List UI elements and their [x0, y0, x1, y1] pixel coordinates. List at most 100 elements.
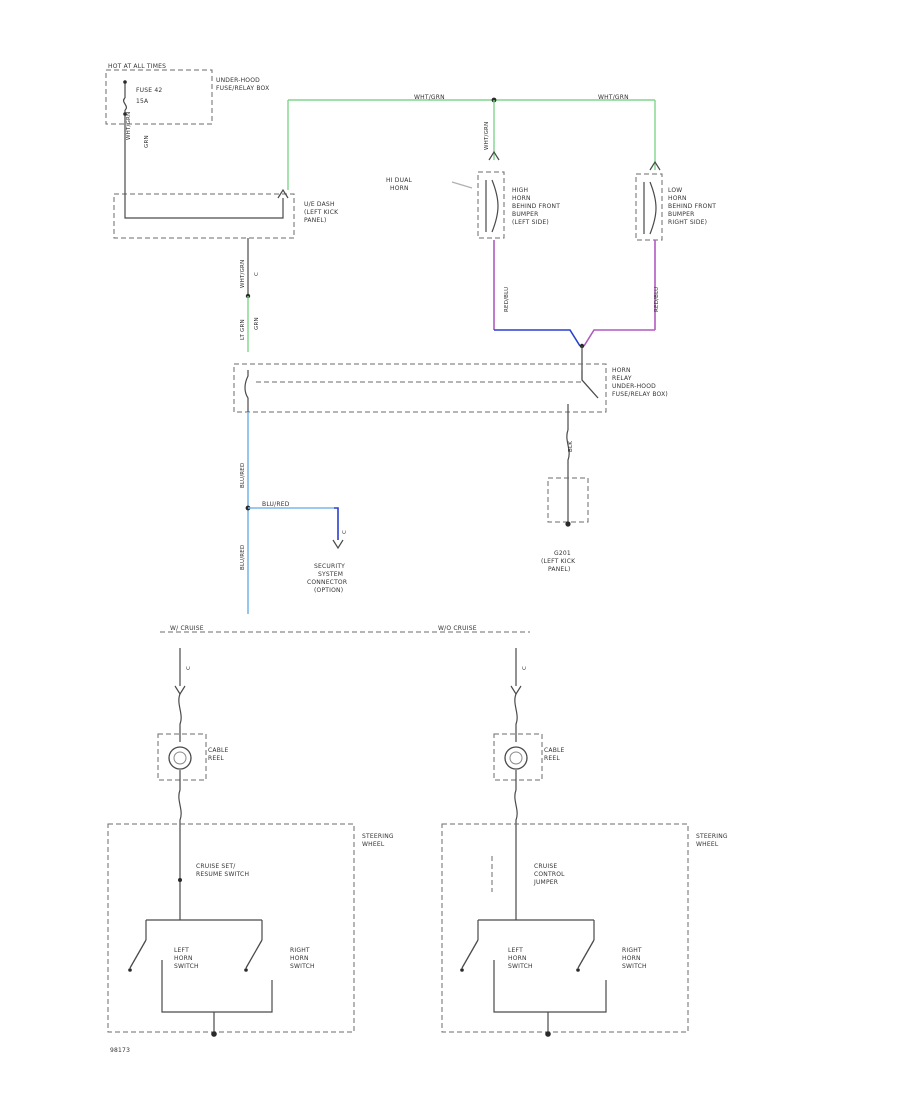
relay-switch-icon [581, 370, 599, 399]
switch-contact-dot-3 [460, 968, 464, 972]
under-dash-label-3: PANEL) [304, 217, 327, 224]
horn-relay-box: HORN RELAY UNDER-HOOD FUSE/RELAY BOX) [233, 363, 668, 413]
cruise-jumper-label-2: CONTROL [534, 871, 565, 878]
steering-wheel-label-left: STEERING [362, 833, 394, 840]
ground-icon [211, 1031, 217, 1037]
low-horn-label-4: BUMPER [668, 211, 694, 218]
wire-label-wht-grn-2: WHT/GRN [240, 260, 246, 288]
wire-label-high-horn: WHT/GRN [484, 122, 490, 150]
underhood-fuse-box: HOT AT ALL TIMES FUSE 42 15A UNDER-HOOD … [105, 63, 269, 125]
under-dash-label: U/E DASH [304, 201, 335, 208]
right-horn-switch-label-r-2: HORN [622, 955, 641, 962]
cruise-set-label-2: RESUME SWITCH [196, 871, 249, 878]
left-branch-wire-mid [178, 770, 182, 920]
switch-contact-dot-4 [576, 968, 580, 972]
dark-blue-wire-security [334, 507, 339, 540]
high-horn-label-4: BUMPER [512, 211, 538, 218]
high-horn-label: HIGH [512, 187, 528, 194]
cruise-jumper-label: CRUISE [534, 863, 557, 870]
wire-label-grn-fuse: GRN [144, 135, 150, 148]
horn-icon [643, 181, 657, 235]
right-branch-coil [514, 693, 518, 742]
fuse-terminal-dot-2 [123, 112, 127, 116]
ground-wire-b [566, 429, 570, 524]
g201-label: G201 [554, 550, 571, 557]
wire-label-blu-red-3: BLU/RED [262, 501, 290, 508]
left-horn-switch-icon-2 [461, 939, 479, 969]
leader-line [451, 181, 473, 189]
ground-icon [565, 521, 571, 527]
wire-label-wht-grn-fuse: WHT/GRN [126, 112, 132, 140]
cable-reel-icon-inner [509, 751, 523, 765]
g201-label-3: PANEL) [548, 566, 571, 573]
purple-wire-low-horn-merge [583, 329, 655, 347]
left-horn-switch-label-r: LEFT [508, 947, 523, 954]
right-horn-switch-label-3: SWITCH [290, 963, 315, 970]
low-horn-label-3: BEHIND FRONT [668, 203, 716, 210]
right-horn-switch-icon [245, 939, 263, 969]
page-id-label: 98173 [110, 1047, 130, 1054]
horn-relay-label-2: RELAY [612, 375, 632, 382]
security-label-3: CONNECTOR [307, 579, 347, 586]
right-branch-wire-mid [514, 770, 518, 920]
high-horn-label-2: HORN [512, 195, 531, 202]
cable-reel-label-right: CABLE [544, 747, 565, 754]
wire-label-pur-2: RED/BLU [654, 287, 660, 312]
left-horn-switch-icon [129, 939, 147, 969]
steering-wheel-label-right-2: WHEEL [696, 841, 719, 848]
security-label-4: (OPTION) [314, 587, 343, 594]
connector-arrow-icon [277, 188, 289, 199]
connector-arrow-icon [510, 685, 522, 696]
wire-label-bus-2: WHT/GRN [598, 94, 629, 101]
steering-wheel-label-right: STEERING [696, 833, 728, 840]
cable-reel-icon [504, 746, 528, 770]
cruise-jumper-label-3: JUMPER [533, 879, 558, 886]
wire-label-pur-1: RED/BLU [504, 287, 510, 312]
fuse-number-label: FUSE 42 [136, 87, 162, 94]
cable-reel-icon [168, 746, 192, 770]
wire-label-deep-grn: GRN [254, 317, 260, 330]
horn-relay-label: HORN [612, 367, 631, 374]
g201-label-2: (LEFT KICK [541, 558, 576, 565]
horn-relay-label-3: UNDER-HOOD [612, 383, 656, 390]
connector-arrow-icon [332, 539, 344, 550]
relay-coil-icon [244, 370, 249, 412]
security-label: SECURITY [314, 563, 345, 570]
ground-icon [545, 1031, 551, 1037]
cable-reel-icon-inner [173, 751, 187, 765]
wire-label-right-top: C [522, 666, 528, 670]
hot-at-all-times-label: HOT AT ALL TIMES [108, 63, 166, 70]
w-cruise-label: W/ CRUISE [170, 625, 204, 632]
cable-reel-label-right-2: REEL [544, 755, 560, 762]
wire-label-blu-red-2: BLU/RED [240, 545, 246, 570]
switch-contact-dot [128, 968, 132, 972]
right-horn-switch-label-r-3: SWITCH [622, 963, 647, 970]
horn-relay-label-4: FUSE/RELAY BOX) [612, 391, 668, 398]
wire-label-lgrn: LT GRN [240, 319, 246, 340]
high-horn-label-3: BEHIND FRONT [512, 203, 560, 210]
low-horn-label: LOW [668, 187, 682, 194]
cruise-set-label: CRUISE SET/ [196, 863, 236, 870]
left-horn-switch-label: LEFT [174, 947, 189, 954]
left-horn-switch-label-r-2: HORN [508, 955, 527, 962]
switch-contact-dot-2 [244, 968, 248, 972]
cable-reel-label-left-2: REEL [208, 755, 224, 762]
connector-arrow-icon [174, 685, 186, 696]
high-horn-label-5: (LEFT SIDE) [512, 219, 549, 226]
fuse-to-underdash-wire [124, 125, 284, 219]
hi-dual-label-2: HORN [390, 185, 409, 192]
fuse-terminal-dot [123, 80, 127, 84]
steering-wheel-box-left [107, 823, 355, 1033]
hi-dual-label: HI DUAL [386, 177, 413, 184]
steering-wheel-label-left-2: WHEEL [362, 841, 385, 848]
wo-cruise-label: W/O CRUISE [438, 625, 477, 632]
low-horn-label-2: HORN [668, 195, 687, 202]
right-horn-switch-icon-2 [577, 939, 595, 969]
under-dash-fuse-box: U/E DASH (LEFT KICK PANEL) [113, 193, 339, 239]
fuse-icon [122, 97, 128, 111]
low-horn-label-5: RIGHT SIDE) [668, 219, 707, 226]
steering-wheel-box-right [441, 823, 689, 1033]
cable-reel-box-right [493, 733, 543, 781]
right-horn-switch-label: RIGHT [290, 947, 310, 954]
